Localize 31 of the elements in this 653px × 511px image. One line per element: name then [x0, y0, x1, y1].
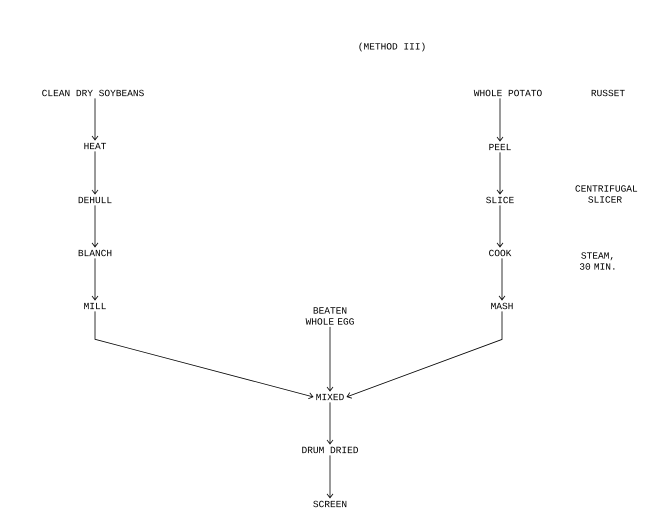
step-text: BLANCH — [78, 250, 112, 256]
step-text: PEEL — [489, 144, 511, 150]
step-text: SCREEN — [313, 500, 346, 508]
step-text: CLEAN DRY SOYBEANS — [42, 90, 144, 96]
arrow — [92, 98, 98, 141]
arrow — [92, 150, 98, 195]
step-text: DEHULL — [78, 196, 112, 204]
side-note: RUSSET — [592, 90, 625, 96]
arrow — [496, 205, 504, 248]
step-text: BEATEN WHOLE EGG — [306, 307, 354, 325]
arrow — [498, 258, 506, 301]
arrow — [94, 310, 314, 400]
title: (METHOD III) — [359, 42, 425, 52]
step-text: MASH — [491, 302, 513, 310]
arrow — [496, 152, 504, 195]
arrow — [496, 98, 504, 142]
arrow — [326, 326, 334, 392]
arrow — [346, 311, 502, 399]
step-text: DRUM DRIED — [302, 446, 358, 454]
side-note: STEAM, 30 MIN. — [580, 252, 614, 270]
side-note: CENTRIFUGAL SLICER — [576, 185, 638, 203]
arrow — [326, 454, 334, 499]
step-text: MIXED — [316, 394, 344, 400]
arrow — [326, 402, 334, 445]
step-text: COOK — [489, 250, 512, 256]
step-text: HEAT — [84, 142, 106, 150]
arrow — [92, 258, 98, 301]
step-text: MILL — [84, 302, 106, 310]
step-text: WHOLE POTATO — [474, 90, 542, 96]
step-text: SLICE — [486, 196, 514, 204]
arrow — [92, 204, 98, 248]
